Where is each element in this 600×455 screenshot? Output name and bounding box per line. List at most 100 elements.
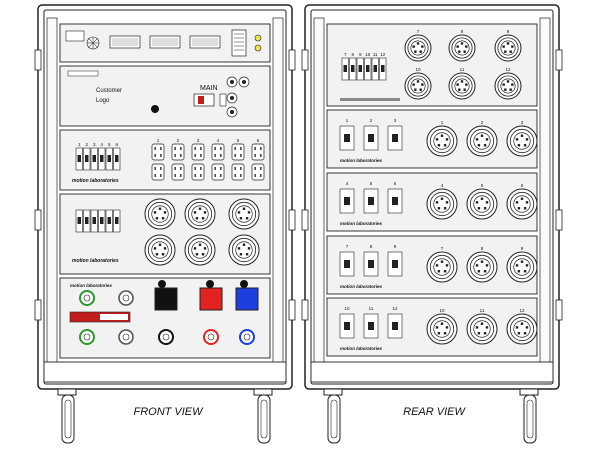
circuit-number: 4 <box>346 181 349 186</box>
duplex-receptacle <box>251 163 265 181</box>
twistlock-receptacle: 10 <box>426 308 458 345</box>
brand-label: motion laboratories <box>72 258 119 264</box>
circuit-breaker[interactable] <box>98 209 106 233</box>
circuit-number: 1 <box>441 120 444 125</box>
twistlock-receptacle: 11 <box>466 308 498 345</box>
circuit-breaker[interactable]: 8 <box>363 244 379 277</box>
circuit-breaker[interactable]: 5 <box>363 181 379 214</box>
circuit-number: 3 <box>521 120 524 125</box>
circuit-breaker[interactable]: 7 <box>339 244 355 277</box>
circuit-number: 5 <box>370 181 373 186</box>
front-main-panel: Customer Logo MAIN <box>59 65 271 127</box>
twistlock-receptacle: 12 <box>494 67 522 100</box>
circuit-breaker[interactable]: 12 <box>379 52 387 81</box>
front-latch <box>288 299 296 321</box>
circuit-breaker[interactable]: 4 <box>339 181 355 214</box>
duplex-receptacle <box>231 163 245 181</box>
duplex-receptacle <box>151 163 165 181</box>
circuit-number: 4 <box>217 138 220 143</box>
circuit-number: 7 <box>441 246 444 251</box>
circuit-breaker[interactable] <box>83 209 91 233</box>
circuit-breaker[interactable]: 9 <box>387 244 403 277</box>
front-case-inner <box>43 9 287 385</box>
phase-indicator <box>231 29 247 57</box>
circuit-breaker[interactable]: 1 <box>75 142 83 171</box>
rear-latch <box>555 209 563 231</box>
duplex-receptacle: 6 <box>251 138 265 161</box>
front-twistlock-panel: motion laboratories <box>59 193 271 275</box>
twistlock-receptacle: 9 <box>494 29 522 62</box>
circuit-number: 11 <box>373 52 378 57</box>
circuit-number: 1 <box>78 142 81 147</box>
camlock-cover-black <box>154 287 178 311</box>
twistlock-receptacle: 2 <box>466 120 498 157</box>
twistlock-receptacle: 11 <box>448 67 476 100</box>
front-camlock-panel: motion laboratories <box>59 277 271 359</box>
circuit-breaker[interactable]: 6 <box>387 181 403 214</box>
front-meter-panel <box>59 23 271 63</box>
pilot-dot <box>158 280 166 288</box>
pilot-dot <box>240 280 248 288</box>
front-right-rail <box>272 17 284 379</box>
circuit-number: 5 <box>108 142 111 147</box>
rear-view-caption: REAR VIEW <box>403 406 466 418</box>
circuit-number: 1 <box>157 138 160 143</box>
circuit-breaker[interactable] <box>90 209 98 233</box>
front-latch <box>34 49 42 71</box>
twistlock-receptacle: 8 <box>466 246 498 283</box>
circuit-breaker[interactable]: 10 <box>339 306 355 339</box>
circuit-breaker[interactable]: 2 <box>83 142 91 171</box>
customer-label: Customer <box>96 88 122 94</box>
logo-badge <box>65 30 85 42</box>
front-view-caption: FRONT VIEW <box>133 406 204 418</box>
circuit-breaker[interactable]: 1 <box>339 118 355 151</box>
twistlock-receptacle: 12 <box>506 308 538 345</box>
front-bottom-trim <box>43 361 287 383</box>
circuit-number: 2 <box>370 118 373 123</box>
circuit-number: 2 <box>85 142 88 147</box>
circuit-breaker[interactable] <box>113 209 121 233</box>
keyhole-icon <box>151 105 159 113</box>
twistlock-receptacle <box>184 234 216 266</box>
circuit-breaker[interactable]: 7 <box>341 52 349 81</box>
circuit-breaker[interactable] <box>105 209 113 233</box>
rear-bottom-trim <box>310 361 554 383</box>
circuit-number: 2 <box>177 138 180 143</box>
rear-left-rail <box>313 17 325 379</box>
circuit-breaker[interactable]: 3 <box>387 118 403 151</box>
twistlock-receptacle: 1 <box>426 120 458 157</box>
circuit-breaker[interactable]: 11 <box>363 306 379 339</box>
circuit-breaker[interactable] <box>75 209 83 233</box>
circuit-number: 12 <box>519 308 525 313</box>
rear-case-inner <box>310 9 554 385</box>
circuit-number: 4 <box>100 142 103 147</box>
circuit-breaker[interactable]: 10 <box>364 52 372 81</box>
circuit-number: 10 <box>415 67 421 72</box>
circuit-breaker[interactable]: 3 <box>90 142 98 171</box>
twistlock-receptacle: 9 <box>506 246 538 283</box>
twistlock-receptacle <box>228 198 260 230</box>
indicator-lamp <box>254 44 262 52</box>
circuit-breaker[interactable]: 6 <box>113 142 121 171</box>
circuit-breaker[interactable]: 12 <box>387 306 403 339</box>
circuit-breaker[interactable]: 4 <box>98 142 106 171</box>
duplex-receptacle <box>171 163 185 181</box>
circuit-breaker[interactable]: 11 <box>371 52 379 81</box>
circuit-number: 12 <box>392 306 398 311</box>
circuit-breaker[interactable]: 8 <box>349 52 357 81</box>
twistlock-receptacle: 7 <box>404 29 432 62</box>
twistlock-receptacle: 7 <box>426 246 458 283</box>
circuit-number: 8 <box>351 52 354 57</box>
circuit-breaker[interactable]: 9 <box>356 52 364 81</box>
breaker-group <box>75 209 121 233</box>
circuit-breaker[interactable]: 5 <box>105 142 113 171</box>
circuit-number: 9 <box>521 246 524 251</box>
circuit-breaker[interactable]: 2 <box>363 118 379 151</box>
duplex-receptacle: 1 <box>151 138 165 161</box>
